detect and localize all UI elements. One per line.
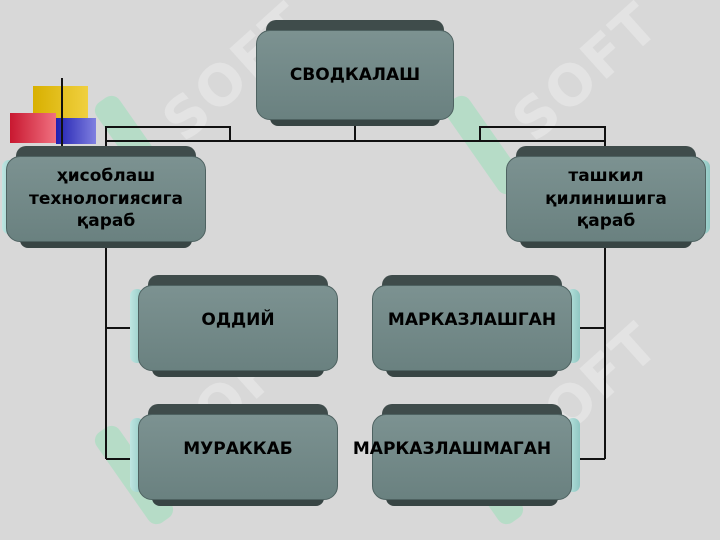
branch-label-line: ҳисоблаш <box>56 165 156 186</box>
leaf-node-decentralized: МАРКАЗЛАШМАГАН <box>353 404 580 506</box>
decor-vertical-line <box>61 78 63 148</box>
branch-node-computing-technology: ҳисоблаш технологиясига қараб <box>2 146 206 248</box>
branch-label-line: қилинишига <box>545 188 667 209</box>
root-node-label: СВОДКАЛАШ <box>289 65 421 85</box>
leaf-node-centralized: МАРКАЗЛАШГАН <box>372 275 580 377</box>
branch-label-line: қараб <box>576 211 636 232</box>
root-node: СВОДКАЛАШ <box>256 20 454 126</box>
decor-red-square <box>10 113 56 143</box>
leaf-node-simple: ОДДИЙ <box>130 275 338 377</box>
branch-label-line: ташкил <box>568 165 644 186</box>
leaf-node-complex: МУРАККАБ <box>130 404 338 506</box>
connector-left-bracket <box>105 126 231 141</box>
leaf-node-label: МАРКАЗЛАШМАГАН <box>352 439 552 459</box>
connector-right-bracket <box>479 126 606 141</box>
branch-label-line: қараб <box>76 211 136 232</box>
branch-label-line: технологиясига <box>29 188 183 209</box>
leaf-node-label: МУРАККАБ <box>183 439 293 459</box>
branch-node-organization: ташкил қилинишига қараб <box>506 146 710 248</box>
leaf-node-label: МАРКАЗЛАШГАН <box>387 310 557 330</box>
leaf-node-label: ОДДИЙ <box>201 310 275 330</box>
